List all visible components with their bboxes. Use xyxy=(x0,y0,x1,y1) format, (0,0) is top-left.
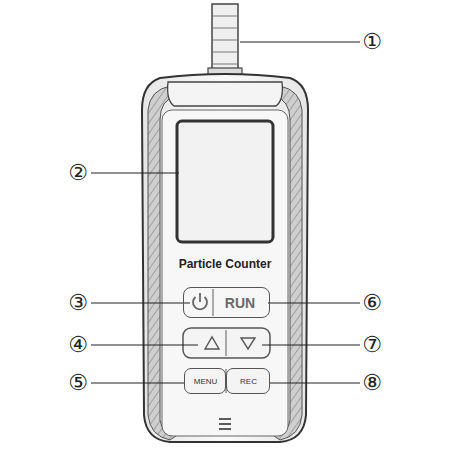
callout-number: ② xyxy=(68,162,88,184)
rec-button: REC xyxy=(226,368,270,394)
run-button: RUN xyxy=(183,287,270,318)
down-arrow xyxy=(241,338,255,349)
power-icon xyxy=(193,293,207,309)
display-screen xyxy=(177,121,273,242)
device-title: Particle Counter xyxy=(179,258,272,270)
callout-number: ③ xyxy=(68,292,88,314)
housing xyxy=(142,74,308,442)
menu-button: MENU xyxy=(184,368,226,394)
arrow-buttons xyxy=(183,328,270,358)
keypad xyxy=(183,289,270,429)
button-label: MENU xyxy=(194,377,218,386)
callout-number: ⑧ xyxy=(362,372,382,394)
callout-number: ⑦ xyxy=(362,334,382,356)
sampling-probe xyxy=(208,4,242,80)
callout-number: ⑥ xyxy=(362,292,382,314)
callout-number: ⑤ xyxy=(68,372,88,394)
leader-lines xyxy=(91,42,360,383)
button-label: REC xyxy=(240,377,257,386)
up-arrow xyxy=(205,337,219,349)
callout-number: ① xyxy=(362,31,382,53)
button-label: RUN xyxy=(225,295,255,311)
vent-lines xyxy=(219,419,231,429)
callout-number: ④ xyxy=(68,334,88,356)
